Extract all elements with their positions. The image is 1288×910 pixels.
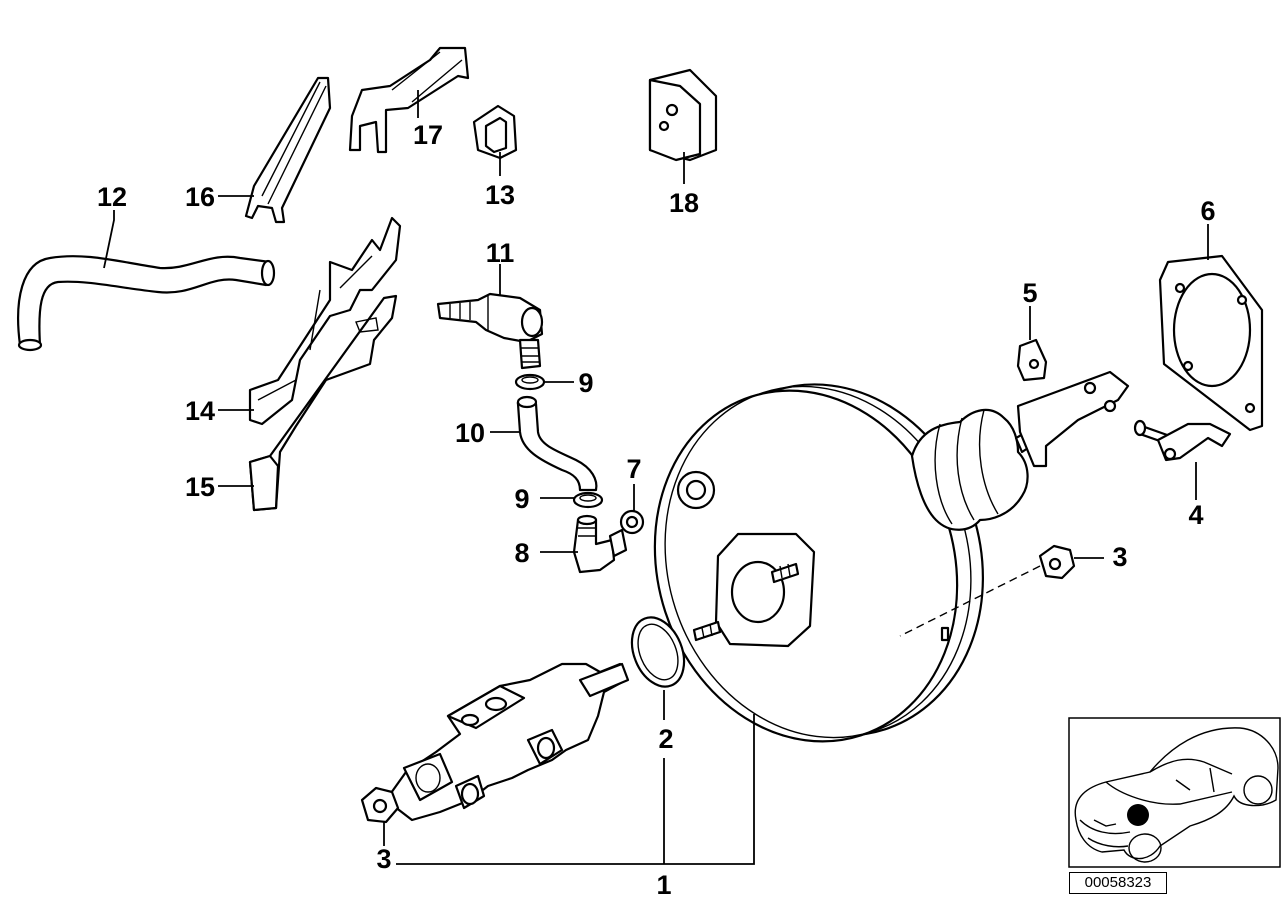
callout-5: 5 (1022, 278, 1037, 308)
part-16-bracket (244, 76, 332, 224)
callout-9-upper: 9 (578, 368, 593, 398)
part-1-brake-booster (653, 383, 1036, 743)
callout-6: 6 (1200, 196, 1215, 226)
callout-11: 11 (486, 238, 515, 268)
part-9-hose-clamp-upper (514, 373, 546, 391)
callout-17: 17 (413, 120, 443, 150)
part-9-hose-clamp-lower (572, 491, 604, 509)
callout-4: 4 (1188, 500, 1203, 530)
callout-15: 15 (185, 472, 215, 502)
callout-13: 13 (485, 180, 515, 210)
part-14-holder (248, 216, 402, 426)
part-7-grommet (619, 509, 645, 535)
part-12-vacuum-hose (17, 255, 276, 352)
part-10-vacuum-hose (516, 395, 598, 492)
callout-12: 12 (97, 182, 127, 212)
part-17-clip (348, 46, 470, 154)
part-3-nut-right (899, 544, 1076, 637)
part-11-check-valve (436, 292, 544, 370)
location-marker (1127, 804, 1149, 826)
car-outline-icon (1074, 727, 1279, 863)
callout-2: 2 (658, 724, 673, 754)
part-6-gasket (1158, 254, 1264, 432)
part-4-pin-bracket (1133, 419, 1232, 462)
reference-number: 00058323 (1069, 872, 1167, 894)
callout-14: 14 (185, 396, 215, 426)
part-5-clevis (1016, 338, 1130, 468)
callout-10: 10 (455, 418, 485, 448)
callouts: 1 2 3 3 4 5 6 7 8 9 9 10 11 12 13 14 15 … (97, 120, 1216, 900)
part-18-rubber-block (648, 68, 718, 162)
leader-lines (103, 90, 1209, 865)
callout-9-lower: 9 (514, 484, 529, 514)
callout-1: 1 (656, 870, 671, 900)
part-3-nut-left (360, 786, 400, 824)
callout-3-left: 3 (376, 844, 391, 874)
callout-8: 8 (514, 538, 529, 568)
master-cylinder (384, 662, 630, 822)
callout-16: 16 (185, 182, 215, 212)
part-8-elbow-fitting (572, 514, 628, 574)
callout-7: 7 (626, 454, 641, 484)
vehicle-locator-inset (1068, 717, 1281, 868)
part-15-holder (248, 294, 398, 512)
part-2-o-ring (630, 616, 686, 688)
callout-18: 18 (669, 188, 699, 218)
part-13-grommet (472, 104, 518, 160)
callout-3-right: 3 (1112, 542, 1127, 572)
